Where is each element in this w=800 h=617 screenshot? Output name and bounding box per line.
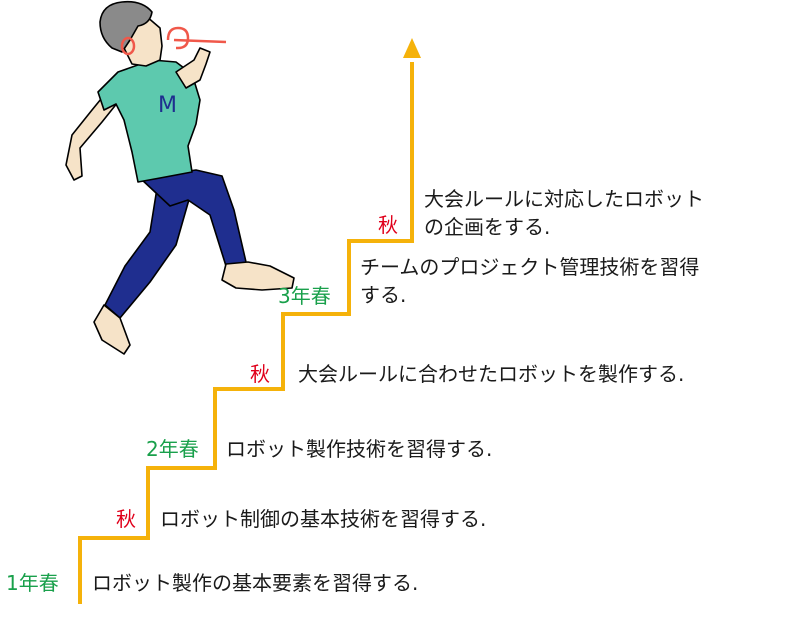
season-label-1-spring: 1年春 [6, 571, 59, 595]
step-description-6-line-1: 大会ルールに対応したロボット [424, 187, 704, 211]
shirt-letter: M [158, 93, 177, 118]
season-label-3-spring: 3年春 [278, 284, 331, 308]
step-description-1: ロボット製作の基本要素を習得する. [92, 571, 418, 595]
climbing-person-icon [65, 0, 295, 355]
step-description-2: ロボット制御の基本技術を習得する. [160, 507, 486, 531]
season-label-2-spring: 2年春 [146, 437, 199, 461]
season-label-3-autumn: 秋 [378, 213, 398, 237]
step-description-5-line-1: チームのプロジェクト管理技術を習得 [360, 255, 699, 279]
season-label-1-autumn: 秋 [116, 507, 136, 531]
season-label-2-autumn: 秋 [250, 362, 270, 386]
step-description-4: 大会ルールに合わせたロボットを製作する. [298, 362, 684, 386]
step-description-3: ロボット製作技術を習得する. [226, 437, 492, 461]
staircase-line [78, 62, 414, 604]
step-description-6-line-2: の企画をする. [424, 215, 550, 239]
arrow-up-icon [403, 38, 421, 58]
step-description-5-line-2: する. [360, 283, 406, 307]
